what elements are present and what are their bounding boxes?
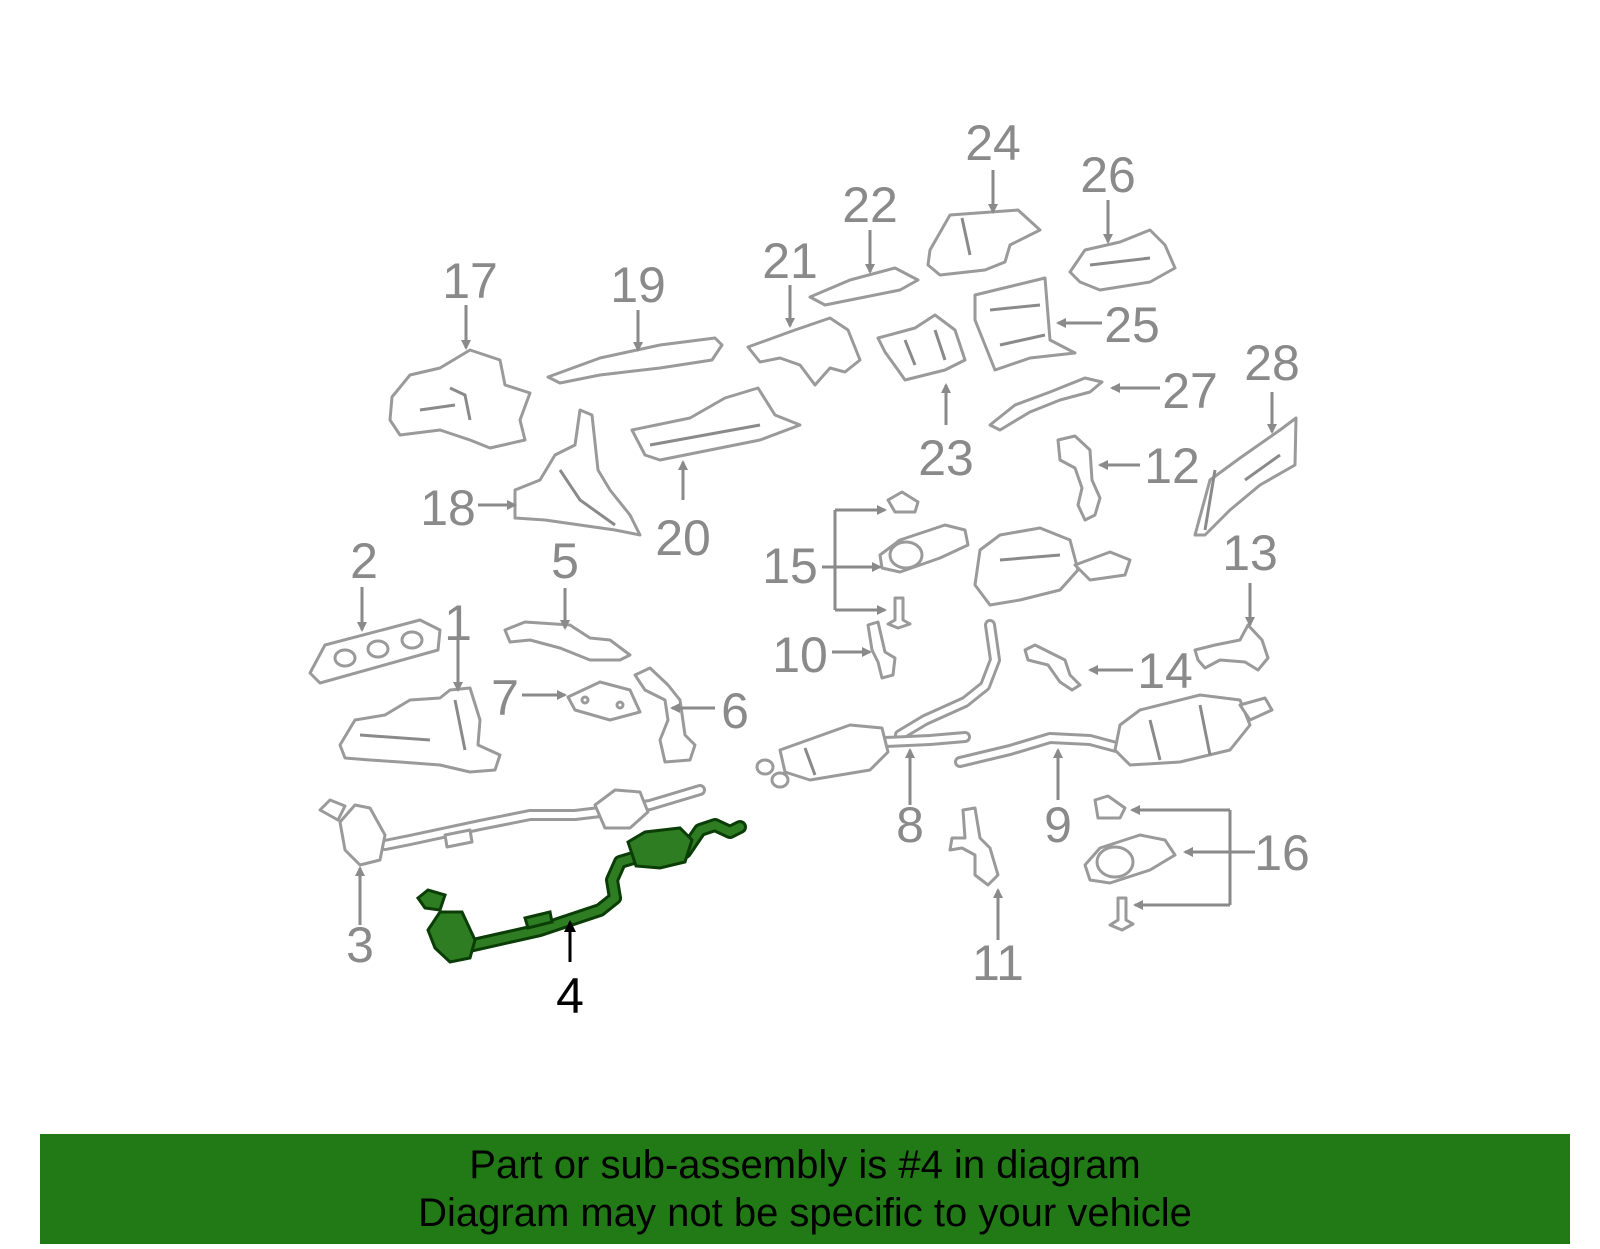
hanger-14[interactable] <box>1023 643 1082 692</box>
front-pipe-3[interactable] <box>318 784 706 867</box>
tail-pipe-9[interactable] <box>954 693 1274 768</box>
tip-kit-16[interactable] <box>1083 794 1177 932</box>
heat-shield-27[interactable] <box>988 376 1104 432</box>
callout-7: 7 <box>491 670 519 726</box>
resonator-4 <box>626 826 694 870</box>
hanger-11[interactable] <box>948 806 1000 887</box>
converter-4 <box>426 910 477 964</box>
banner-line-part: Part or sub-assembly is #4 in diagram <box>469 1143 1141 1187</box>
heat-shield-26[interactable] <box>1068 228 1177 292</box>
heat-shield-18[interactable] <box>513 408 642 537</box>
callout-20: 20 <box>655 510 711 566</box>
callout-3: 3 <box>346 917 374 973</box>
callout-13: 13 <box>1222 525 1278 581</box>
pipe-4-tail-inner <box>681 821 744 856</box>
bracket-6[interactable] <box>633 666 697 764</box>
callout-15: 15 <box>762 538 818 594</box>
callout-18: 18 <box>420 480 476 536</box>
hanger-13[interactable] <box>1193 623 1270 672</box>
exhaust-manifold-1[interactable] <box>338 686 502 774</box>
callout-22: 22 <box>842 177 898 233</box>
heat-shield-20[interactable] <box>630 386 802 462</box>
callout-11: 11 <box>972 935 1024 991</box>
callout-26: 26 <box>1080 147 1136 203</box>
callout-14: 14 <box>1137 643 1193 699</box>
hanger-10[interactable] <box>866 620 897 680</box>
bracket-7[interactable] <box>566 680 642 722</box>
flange-4 <box>415 888 447 912</box>
callout-16: 16 <box>1254 825 1310 881</box>
callout-12: 12 <box>1144 438 1200 494</box>
catalytic-converter-pipe-4[interactable] <box>415 818 747 964</box>
callout-21: 21 <box>762 233 818 289</box>
callout-9: 9 <box>1044 797 1072 853</box>
heat-shield-28[interactable] <box>1193 416 1298 537</box>
callout-6: 6 <box>721 683 749 739</box>
rear-muffler-upper[interactable] <box>973 526 1132 607</box>
pipe-4-tube-inner <box>456 852 644 952</box>
heat-shield-23[interactable] <box>876 313 967 382</box>
callout-28: 28 <box>1244 335 1300 391</box>
callout-24: 24 <box>965 115 1021 171</box>
bracket-5[interactable] <box>503 620 632 662</box>
callout-8: 8 <box>896 797 924 853</box>
callout-17: 17 <box>442 253 498 309</box>
gasket-2[interactable] <box>308 618 442 685</box>
callout-1: 1 <box>444 595 472 651</box>
intermediate-pipe-8[interactable] <box>755 619 1001 789</box>
callout-19: 19 <box>610 257 666 313</box>
callout-2: 2 <box>350 533 378 589</box>
hanger-12[interactable] <box>1056 434 1102 522</box>
heat-shield-17[interactable] <box>388 348 532 450</box>
heat-shield-22[interactable] <box>808 266 920 307</box>
info-banner: Part or sub-assembly is #4 in diagram Di… <box>40 1134 1570 1244</box>
callout-27: 27 <box>1162 363 1218 419</box>
callout-5: 5 <box>551 533 579 589</box>
leader-lines <box>355 170 1277 962</box>
hanger-4 <box>523 910 554 930</box>
callout-labels: 1 2 3 4 5 6 7 8 9 10 11 12 13 14 15 16 1… <box>346 115 1310 1024</box>
heat-shield-19[interactable] <box>546 336 724 385</box>
heat-shield-24[interactable] <box>926 208 1042 277</box>
callout-10: 10 <box>772 627 828 683</box>
callout-25: 25 <box>1104 297 1160 353</box>
tip-kit-15[interactable] <box>878 490 970 630</box>
heat-shield-25[interactable] <box>973 276 1077 372</box>
banner-line-disclaimer: Diagram may not be specific to your vehi… <box>418 1191 1192 1235</box>
callout-23: 23 <box>918 430 974 486</box>
callout-4: 4 <box>556 968 584 1024</box>
heat-shield-21[interactable] <box>746 316 862 387</box>
